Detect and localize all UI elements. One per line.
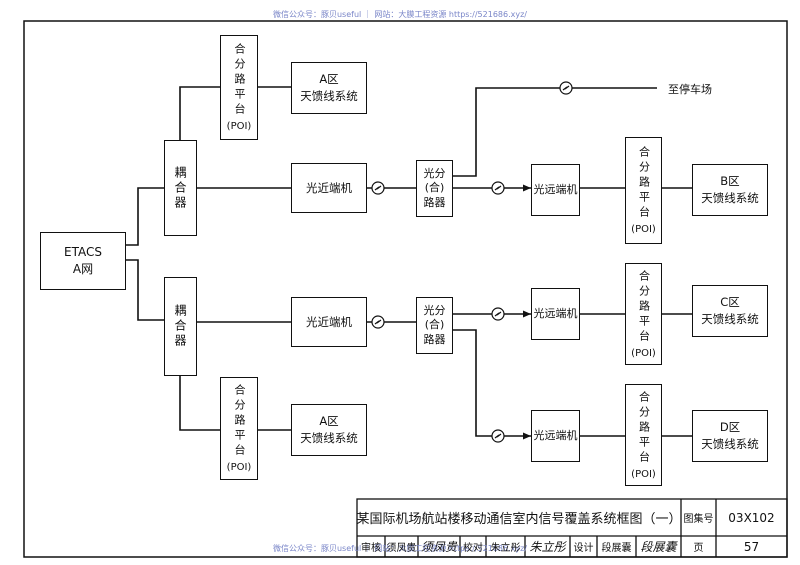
check-label: 校对 [463,543,483,554]
page-number: 57 [743,539,760,554]
connection-lines [125,86,692,437]
designer-name: 段展囊 [601,543,632,554]
poi-b: 合分路平台 (POI) [625,137,662,244]
poi-label: 合分路平台 [233,43,246,118]
antenna-b: B区 天馈线系统 [692,164,768,216]
designer-signature: 段展囊 [640,540,677,554]
link-coupler1-poi [179,86,220,140]
poi-upper: 合分路平台 (POI) [220,35,258,140]
poi-code: (POI) [631,224,656,235]
coupler-upper: 耦合器 [164,140,197,236]
splitter-lower: 光分 (合) 路器 [416,297,453,354]
arrow-far-d [523,432,531,440]
poi-label: 合分路平台 [637,146,651,221]
link-coupler2-poi [179,376,220,431]
watermark-top: 微信公众号：豚贝useful ｜ 网站：大膜工程资源 https://52168… [272,10,528,19]
near-end-unit-lower: 光近端机 [291,297,367,347]
far-end-unit-d: 光远端机 [531,410,580,462]
fiber-icon [491,429,505,443]
reviewer-name: 须凤贵 [386,543,417,554]
to-parking-label: 至停车场 [668,83,712,96]
fiber-symbols [371,81,573,443]
atlas-number: 03X102 [728,510,775,525]
fiber-icon [371,315,385,329]
coupler-lower: 耦合器 [164,277,197,376]
etacs-source: ETACS A网 [40,232,126,290]
reviewer-signature: 须凤贵 [420,540,457,554]
page-label: 页 [693,543,704,554]
fiber-icon [491,307,505,321]
poi-code: (POI) [631,347,656,359]
poi-c: 合分路平台 (POI) [625,263,662,365]
fiber-icon [559,81,573,95]
far-end-unit-c: 光远端机 [531,288,580,340]
poi-code: (POI) [226,121,252,132]
fiber-icon [491,181,505,195]
antenna-a-lower: A区 天馈线系统 [291,404,367,456]
poi-code: (POI) [631,468,656,480]
title-block-grid [356,498,788,558]
antenna-a-upper: A区 天馈线系统 [291,62,367,114]
arrowheads [523,184,531,440]
link-etacs-coupler-2 [125,259,164,321]
near-end-unit-upper: 光近端机 [291,163,367,213]
far-end-unit-b: 光远端机 [531,164,580,216]
checker-signature: 朱立彤 [529,540,566,554]
poi-label: 合分路平台 [637,269,651,345]
arrow-far-c [523,310,531,318]
atlas-number-label: 图集号 [683,514,714,525]
poi-label: 合分路平台 [637,390,651,466]
antenna-c: C区 天馈线系统 [692,285,768,337]
watermark-bottom: 微信公众号：豚贝useful ｜ 网站：大膜工程资源 https://52168… [272,544,528,553]
drawing-title: 某国际机场航站楼移动通信室内信号覆盖系统框图（一） [356,512,682,527]
arrow-far-b [523,184,531,192]
link-splitter2-far-d [453,329,531,437]
antenna-d: D区 天馈线系统 [692,410,768,462]
splitter-upper: 光分 (合) 路器 [416,160,453,217]
link-etacs-coupler-1 [125,187,164,246]
design-label: 设计 [573,543,594,554]
poi-lower: 合分路平台 (POI) [220,377,258,480]
review-label: 审核 [361,543,381,554]
checker-name: 朱立彤 [490,543,521,554]
poi-code: (POI) [226,462,252,473]
poi-label: 合分路平台 [233,384,246,459]
poi-d: 合分路平台 (POI) [625,384,662,486]
fiber-icon [371,181,385,195]
